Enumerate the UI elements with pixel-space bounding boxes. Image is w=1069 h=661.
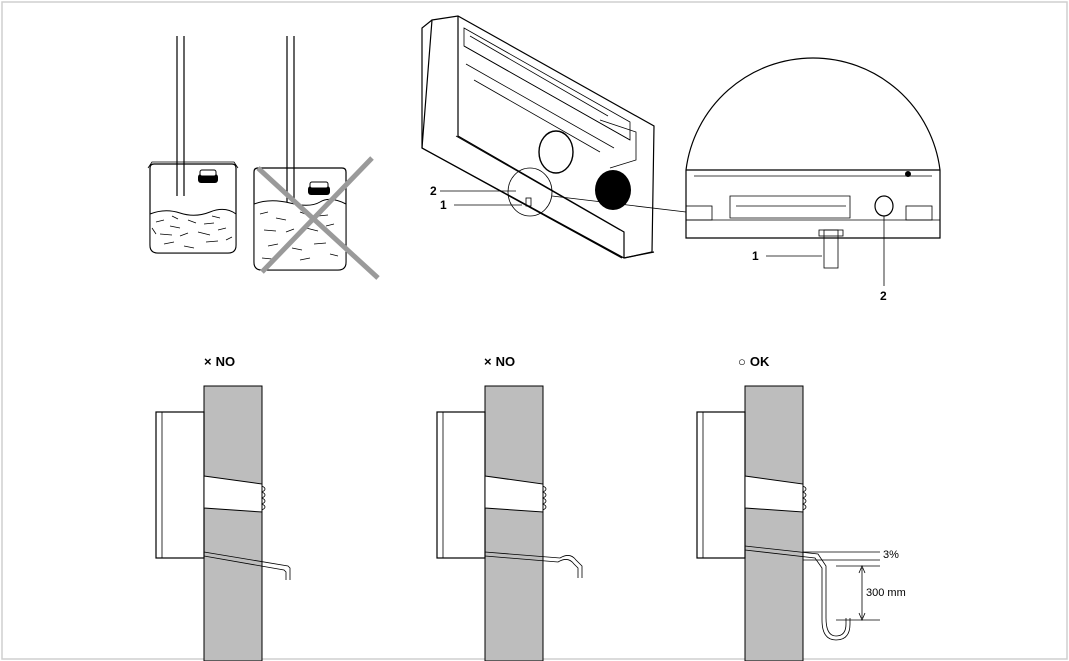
- slope-label: 3%: [883, 549, 899, 561]
- detail-callout-1-label: 1: [752, 249, 759, 263]
- panel-2-status: × NO: [484, 354, 515, 369]
- container-wrong: [253, 36, 380, 280]
- panel-2-status-text: NO: [496, 354, 516, 369]
- detail-callout-2-label: 2: [880, 289, 887, 303]
- callout-1-label: 1: [440, 198, 447, 212]
- callout-2-label: 2: [430, 184, 437, 198]
- cross-mark: [256, 166, 380, 280]
- panel-3-wall: [744, 385, 804, 661]
- detail-circle: [507, 167, 553, 217]
- magnified-detail: 1 2: [685, 57, 941, 303]
- panel-1: × NO: [155, 354, 291, 661]
- drop-height-label: 300 mm: [866, 587, 906, 599]
- panel-3-status-text: OK: [750, 354, 770, 369]
- panel-2: × NO: [436, 354, 583, 661]
- panel-1-wall: [203, 385, 263, 661]
- panel-1-status-text: NO: [216, 354, 236, 369]
- panel-1-status-symbol: ×: [204, 354, 212, 369]
- panel-2-wall: [484, 385, 544, 661]
- unit-perspective: 2 1: [421, 15, 687, 259]
- panel-3-status-symbol: ○: [738, 354, 746, 369]
- panel-3-status: ○ OK: [738, 354, 770, 369]
- panel-3: ○ OK 3% 300 mm: [696, 354, 906, 661]
- panel-2-status-symbol: ×: [484, 354, 492, 369]
- container-correct: [147, 36, 239, 254]
- panel-1-status: × NO: [204, 354, 235, 369]
